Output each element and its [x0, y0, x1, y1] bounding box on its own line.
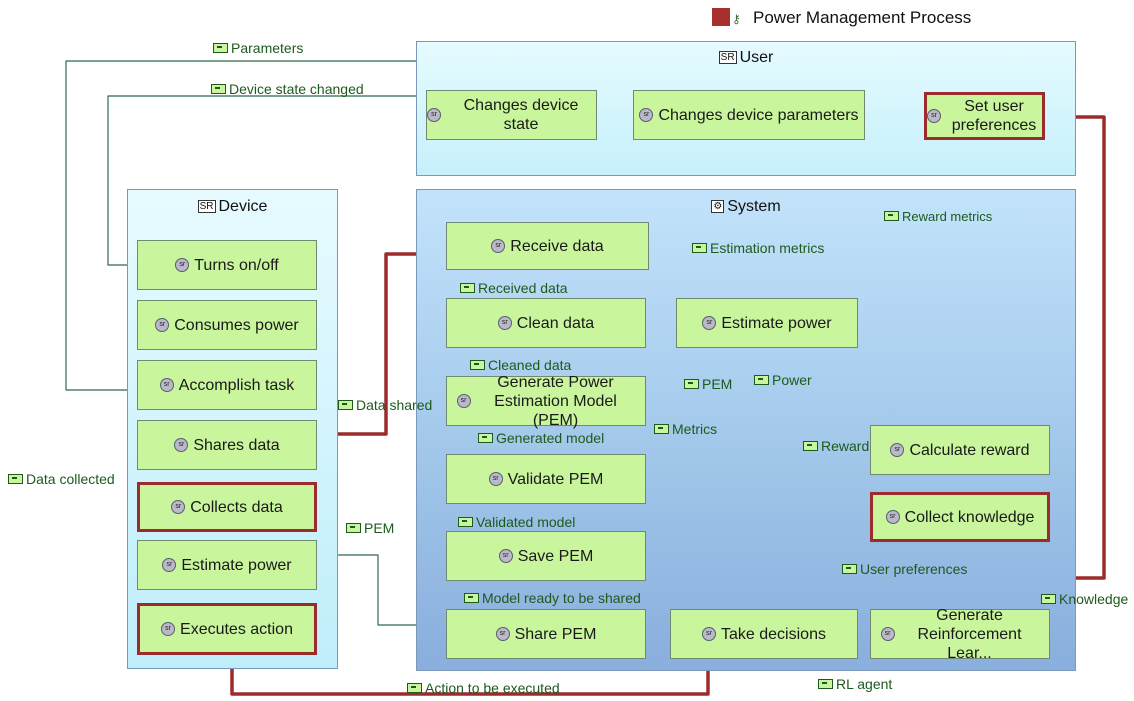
flow-model-ready: Model ready to be shared [464, 590, 641, 606]
flow-pem-device: PEM [346, 520, 394, 536]
dataflow-icon [754, 375, 769, 385]
sr-icon: sr [702, 316, 717, 330]
flow-generated-model: Generated model [478, 430, 604, 446]
link-pem-device [317, 554, 446, 626]
flow-device-state-changed: Device state changed [211, 81, 364, 97]
dataflow-icon [803, 441, 818, 451]
sr-icon: sr [702, 627, 717, 641]
dataflow-icon [654, 424, 669, 434]
dataflow-icon [338, 400, 353, 410]
sr-icon: sr [175, 258, 190, 272]
dataflow-icon [8, 474, 23, 484]
sr-icon: sr [171, 500, 186, 514]
sr-icon: sr [491, 239, 506, 253]
dataflow-icon [884, 211, 899, 221]
flow-power: Power [754, 372, 812, 388]
system-icon: ⚙ [711, 200, 725, 213]
legend-label: Power Management Process [753, 8, 972, 27]
dataflow-icon [458, 517, 473, 527]
sr-icon: sr [155, 318, 170, 332]
sr-icon: sr [159, 378, 174, 392]
flow-action-to-be-executed: Action to be executed [407, 680, 560, 696]
flow-user-preferences: User preferences [842, 561, 967, 577]
dataflow-icon [818, 679, 833, 689]
flow-data-shared: Data shared [338, 397, 432, 413]
dataflow-icon [407, 683, 422, 693]
sr-icon: sr [497, 316, 512, 330]
flow-validated-model: Validated model [458, 514, 575, 530]
sr-icon: sr [927, 109, 941, 123]
sr-icon: sr [880, 627, 895, 641]
flow-reward: Reward [803, 438, 869, 454]
sr-icon: sr [495, 627, 510, 641]
dataflow-icon [346, 523, 361, 533]
flow-reward-metrics: Reward metrics [884, 209, 992, 224]
legend: ⚷ Power Management Process [712, 8, 971, 28]
flow-knowledge: Knowledge [1041, 591, 1128, 607]
dataflow-icon [478, 433, 493, 443]
flow-estimation-metrics: Estimation metrics [692, 240, 824, 256]
stakeholder-icon: SR [197, 200, 216, 213]
dataflow-icon [1041, 594, 1056, 604]
flow-metrics: Metrics [654, 421, 717, 437]
sr-icon: sr [161, 622, 176, 636]
dataflow-icon [464, 593, 479, 603]
stakeholder-icon: SR [718, 51, 737, 64]
dataflow-icon [211, 84, 226, 94]
flow-cleaned-data: Cleaned data [470, 357, 571, 373]
flow-rl-agent: RL agent [818, 676, 892, 692]
dataflow-icon [692, 243, 707, 253]
highlight-swatch [712, 8, 730, 26]
dataflow-icon [470, 360, 485, 370]
flow-pem-system: PEM [684, 376, 732, 392]
dataflow-icon [842, 564, 857, 574]
flow-data-collected: Data collected [8, 471, 115, 487]
sr-icon: sr [488, 472, 503, 486]
sr-icon: sr [885, 510, 900, 524]
sr-icon: sr [456, 394, 471, 408]
link-action [228, 653, 710, 696]
flow-parameters: Parameters [213, 40, 303, 56]
sr-icon: sr [639, 108, 654, 122]
dataflow-icon [213, 43, 228, 53]
sr-icon: sr [162, 558, 177, 572]
dataflow-icon [460, 283, 475, 293]
sr-icon: sr [427, 108, 441, 122]
flow-received-data: Received data [460, 280, 568, 296]
sr-icon: sr [174, 438, 189, 452]
sr-icon: sr [890, 443, 905, 457]
sr-icon: sr [498, 549, 513, 563]
key-icon: ⚷ [732, 12, 741, 26]
lane-system-title: ⚙System [711, 198, 781, 215]
dataflow-icon [684, 379, 699, 389]
link-device-state [107, 95, 426, 266]
